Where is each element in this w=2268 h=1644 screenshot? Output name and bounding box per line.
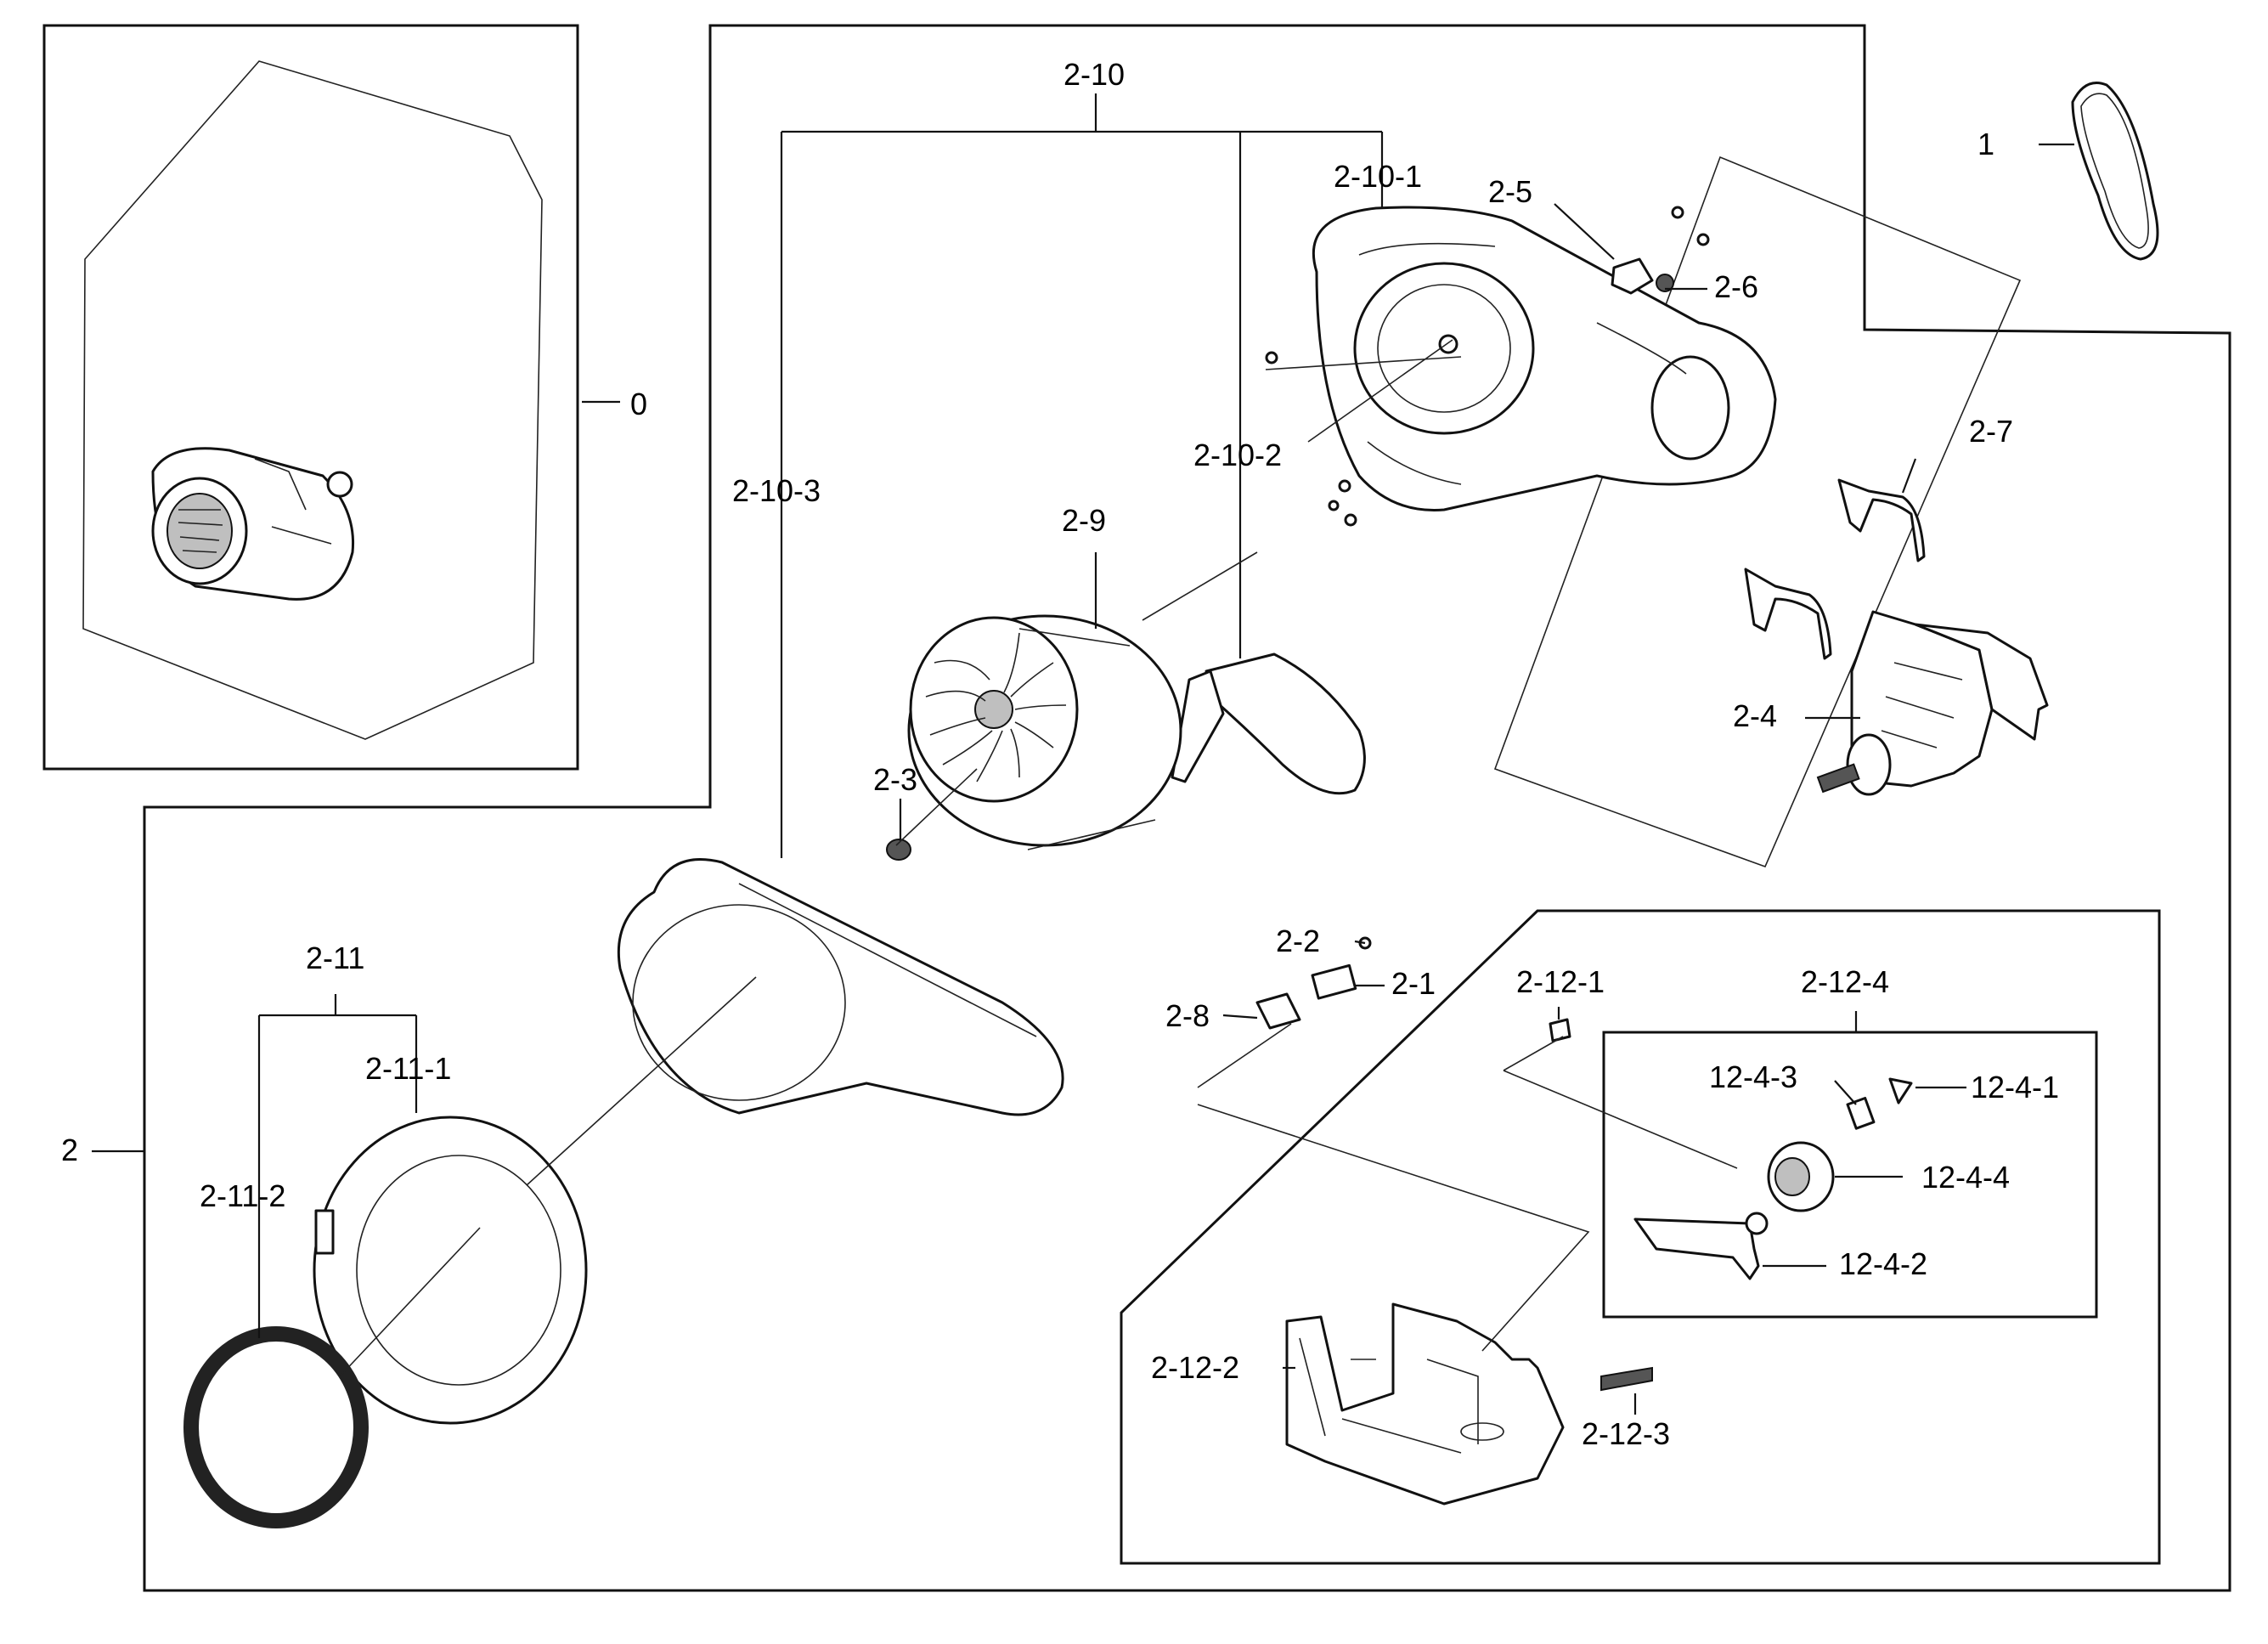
label-2-11-2: 2-11-2 (200, 1178, 285, 1213)
label-2: 2 (61, 1133, 78, 1167)
label-2-1: 2-1 (1391, 966, 1436, 1001)
leader-lines (92, 93, 2074, 1415)
idler-bracket-part (1285, 1302, 1565, 1506)
assembly-2-frame (143, 24, 2231, 1592)
label-12-4-3: 12-4-3 (1709, 1059, 1797, 1094)
label-2-7: 2-7 (1969, 414, 2013, 449)
label-2-2: 2-2 (1276, 924, 1320, 958)
label-2-11-1: 2-11-1 (365, 1051, 451, 1086)
label-2-10-3: 2-10-3 (732, 473, 821, 508)
motor-clip-lower (1744, 568, 1832, 660)
motor-part (1816, 610, 2049, 796)
motor-clip-upper (1837, 478, 1926, 562)
label-12-4-4: 12-4-4 (1921, 1160, 2010, 1195)
label-0: 0 (630, 387, 647, 421)
belt-part (2071, 82, 2159, 261)
label-2-12-1: 2-12-1 (1516, 964, 1605, 999)
label-2-12-4: 2-12-4 (1801, 964, 1889, 999)
front-bracket-part (313, 1116, 588, 1425)
label-2-10: 2-10 (1063, 57, 1125, 92)
label-2-9: 2-9 (1062, 503, 1106, 538)
label-2-12-3: 2-12-3 (1582, 1416, 1670, 1451)
label-1: 1 (1977, 127, 1994, 161)
label-2-10-1: 2-10-1 (1334, 159, 1422, 194)
gasket-ring-part (183, 1326, 369, 1528)
blower-housing-part (1312, 206, 1777, 511)
label-2-4: 2-4 (1733, 698, 1777, 733)
nut-part (886, 839, 911, 861)
idler-assembly-part (1633, 1077, 1913, 1280)
label-12-4-1: 12-4-1 (1971, 1070, 2059, 1104)
part-labels: 0 1 2 2-10 2-10-1 2-10-2 2-10-3 2-5 2-6 … (61, 57, 2059, 1451)
label-2-11: 2-11 (306, 941, 364, 975)
label-2-10-2: 2-10-2 (1193, 438, 1282, 472)
label-2-12-2: 2-12-2 (1151, 1350, 1239, 1385)
sub-assembly-2-12-4-frame (1602, 1031, 2098, 1319)
thermostat-part (1611, 206, 1710, 295)
label-12-4-2: 12-4-2 (1839, 1246, 1927, 1281)
label-2-5: 2-5 (1488, 174, 1532, 209)
assembly-0-thumbnail (82, 60, 543, 740)
spring-part (1600, 1366, 1653, 1392)
screw-2-12-1 (1549, 1018, 1571, 1042)
label-2-8: 2-8 (1165, 998, 1210, 1033)
assembly-0-frame (42, 24, 579, 771)
sub-assembly-2-12-frame (1120, 909, 2161, 1565)
housing-screws (1265, 351, 1357, 527)
blower-wheel-part (907, 614, 1182, 850)
label-2-6: 2-6 (1714, 269, 1758, 304)
switch-part (1255, 936, 1372, 1030)
duct-part (1171, 653, 1366, 795)
label-2-3: 2-3 (873, 762, 917, 797)
front-duct-part (617, 858, 1064, 1116)
